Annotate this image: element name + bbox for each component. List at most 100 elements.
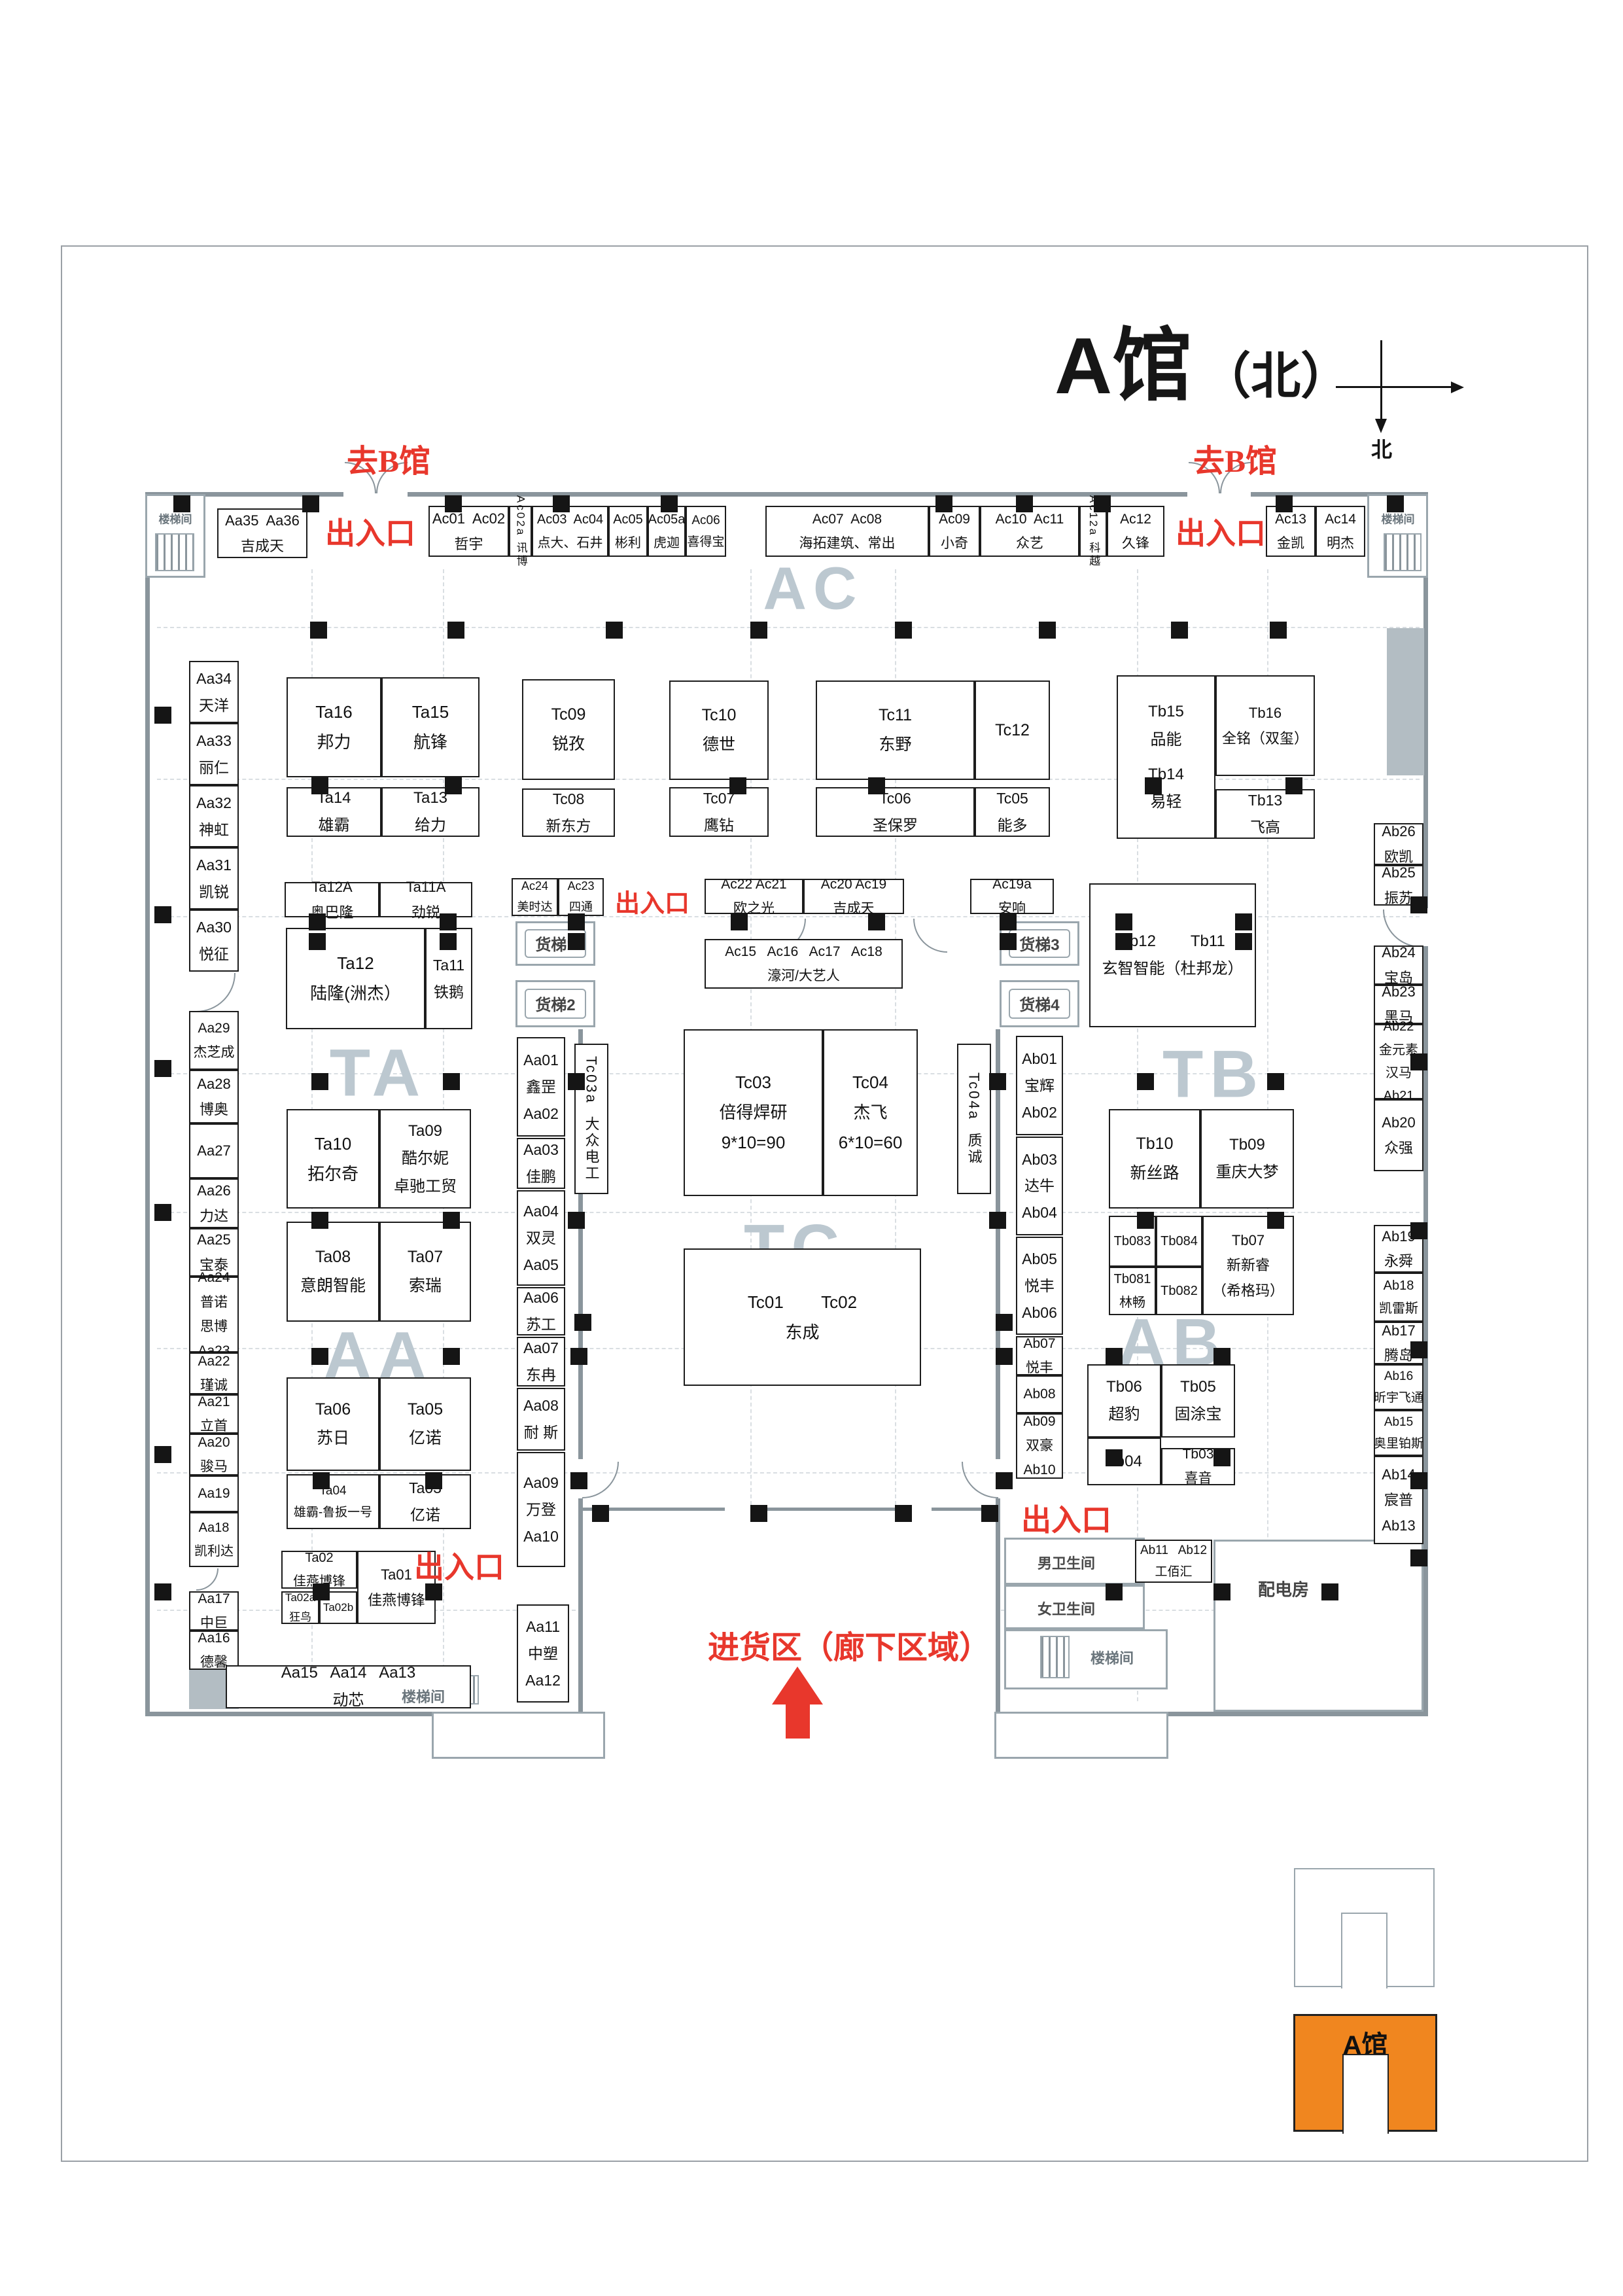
booth-text: Aa06 (523, 1289, 559, 1307)
booth-text: 宸普 (1384, 1491, 1413, 1508)
booth-text: Ta01 (381, 1566, 412, 1583)
wall (578, 1498, 583, 1716)
entrance-exit-label: 出入口 (614, 890, 690, 918)
room-label: 女卫生间 (1037, 1601, 1096, 1617)
booth-text: Tc10 (701, 706, 737, 725)
booth-Ab11: Ab11 Ab12 工佰汇 (1135, 1540, 1212, 1583)
booth-text: Ab15 (1384, 1415, 1414, 1429)
booth-text: Ta08 (315, 1247, 351, 1266)
freight-elevator: 货梯4 (1000, 980, 1079, 1027)
booth-text: Ab05 (1022, 1250, 1057, 1268)
booth-text: 吉成天 (240, 537, 284, 554)
booth-text: Tc08 (552, 790, 585, 808)
booth-text: Ab11 Ab12 (1140, 1543, 1208, 1557)
booth-text: Ta07 (407, 1247, 444, 1266)
grid-line (157, 779, 1420, 780)
booth-text: 振苏 (1384, 889, 1413, 906)
page-title: A馆 （北） (1055, 326, 1350, 406)
pillar (1106, 1449, 1123, 1466)
booth-text: Tc01 Tc02 (747, 1292, 858, 1312)
pillar (731, 913, 748, 930)
pillar (729, 777, 746, 794)
booth-text: 腾岛 (1384, 1347, 1413, 1364)
booth-text: Ac09 (939, 511, 970, 527)
pillar (574, 1314, 591, 1331)
booth-text: 立首 (200, 1418, 228, 1434)
pillar (981, 1505, 998, 1522)
compass-east-arrow (1451, 381, 1464, 393)
pillar (1387, 495, 1404, 512)
stairs-icon (155, 533, 194, 571)
to-hall-b-label: 去B馆 (346, 444, 431, 479)
room (1004, 1629, 1168, 1689)
booth-text: 凯利达 (194, 1544, 234, 1559)
booth-text: 新东方 (546, 817, 591, 835)
booth-text: 吉成天 (833, 900, 875, 916)
booth-text: Ab20 (1382, 1114, 1416, 1131)
booth-text: Ta05 (407, 1400, 444, 1419)
booth-text: Aa21 (198, 1394, 230, 1409)
compass-north-label: 北 (1371, 438, 1393, 461)
stairs-icon (1384, 533, 1422, 571)
booth-text: Ab08 (1023, 1386, 1056, 1402)
booth-text: Aa28 (197, 1076, 231, 1093)
pillar (309, 913, 326, 930)
booth-text: 雄霸 (318, 817, 350, 835)
booth-Ac12a: Ac12a 科越 (1079, 495, 1107, 567)
booth-text: 6*10=60 (838, 1133, 903, 1153)
pillar (443, 1348, 460, 1365)
booth-text: Tb10 (1136, 1135, 1174, 1154)
booth-text: Ta12A (311, 879, 353, 896)
booth-text: 美时达 (517, 900, 553, 914)
booth-text: Tc11 (879, 706, 912, 725)
booth-text: 卓驰工贸 (394, 1177, 457, 1195)
loading-area-arrow-stem (786, 1703, 810, 1739)
booth-text: Tb083 (1113, 1233, 1151, 1248)
minimap-hall-a-notch (1342, 2054, 1389, 2134)
booth-text: 众艺 (1016, 535, 1043, 551)
booth-text: Tb05 (1180, 1377, 1216, 1396)
booth-text: Aa05 (523, 1256, 559, 1273)
pillar (1137, 1212, 1154, 1229)
booth-text: 工佰汇 (1155, 1565, 1193, 1580)
wall (145, 492, 150, 1716)
booth-text: 鑫罡 (526, 1078, 556, 1095)
wall (582, 1508, 725, 1511)
booth-text: 神虹 (199, 821, 229, 838)
booth-text: 悦丰 (1026, 1360, 1053, 1375)
booth-text: Ac10 Ac11 (995, 511, 1064, 527)
booth-text: Ac13 (1275, 511, 1306, 527)
booth-text: Tb16 (1248, 705, 1282, 722)
room (432, 1712, 605, 1759)
booth-text: 点大、石井 (537, 535, 603, 550)
booth-text: 喜得宝 (687, 535, 725, 550)
booth-text: Aa35 Aa36 (225, 512, 300, 529)
pillar (447, 622, 464, 639)
pillar (1276, 495, 1293, 512)
booth-text: 中塑 (528, 1644, 558, 1662)
booth-text: 佳燕博锋 (293, 1574, 345, 1589)
compass-icon: 北 (1328, 340, 1465, 461)
wall (1251, 492, 1428, 497)
room (994, 1712, 1168, 1759)
pillar (570, 1472, 587, 1489)
pillar (606, 622, 623, 639)
